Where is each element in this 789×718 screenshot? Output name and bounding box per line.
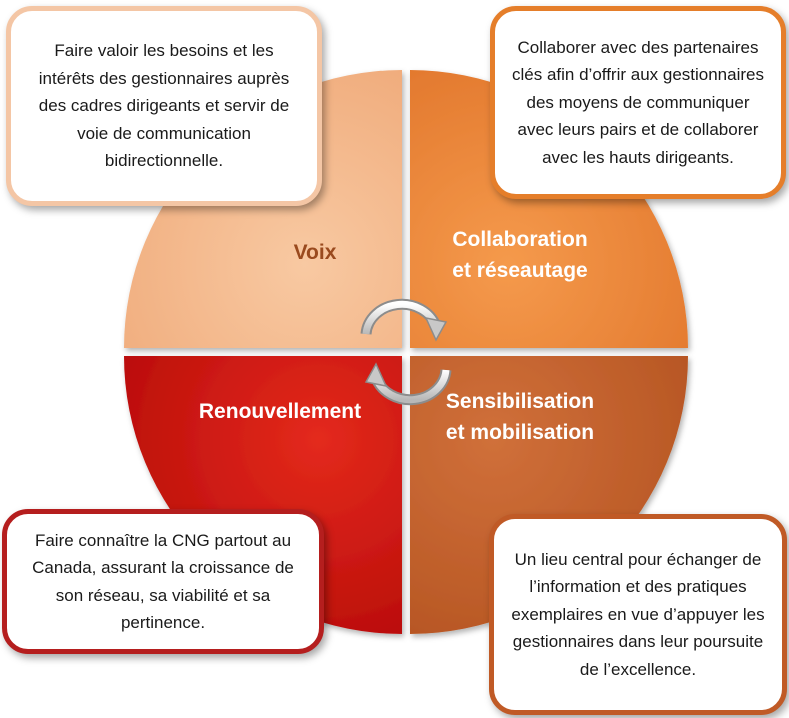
callout-sensibilisation-text: Un lieu central pour échanger de l’infor… <box>511 549 765 679</box>
callout-renouvellement-text: Faire connaître la CNG partout au Canada… <box>32 530 294 633</box>
quadrant-label-renouvellement: Renouvellement <box>170 396 390 427</box>
quadrant-label-collaboration: Collaboration et réseautage <box>420 224 620 286</box>
callout-sensibilisation: Un lieu central pour échanger de l’infor… <box>489 514 787 715</box>
quadrant-label-voix-line1: Voix <box>293 241 337 264</box>
circular-arrows-icon <box>360 298 452 406</box>
quadrant-sensibilisation <box>410 356 688 634</box>
quadrant-renouvellement <box>124 356 402 634</box>
callout-renouvellement: Faire connaître la CNG partout au Canada… <box>2 509 324 654</box>
quadrant-collaboration <box>410 70 688 348</box>
quadrant-label-sensibilisation-line1: Sensibilisation <box>445 390 595 413</box>
quadrant-label-renouvellement-line1: Renouvellement <box>198 400 362 423</box>
quadrant-label-collaboration-line2: et réseautage <box>452 259 588 282</box>
quadrant-label-collaboration-line1: Collaboration <box>452 228 588 251</box>
quadrant-label-sensibilisation-line2: et mobilisation <box>445 421 595 444</box>
quadrant-voix <box>124 70 402 348</box>
callout-voix: Faire valoir les besoins et les intérêts… <box>6 6 322 206</box>
callout-collaboration-text: Collaborer avec des partenaires clés afi… <box>512 37 764 167</box>
quadrant-label-sensibilisation: Sensibilisation et mobilisation <box>410 386 630 448</box>
callout-collaboration: Collaborer avec des partenaires clés afi… <box>490 6 786 199</box>
quadrant-label-voix: Voix <box>255 237 375 268</box>
callout-voix-text: Faire valoir les besoins et les intérêts… <box>38 41 290 171</box>
